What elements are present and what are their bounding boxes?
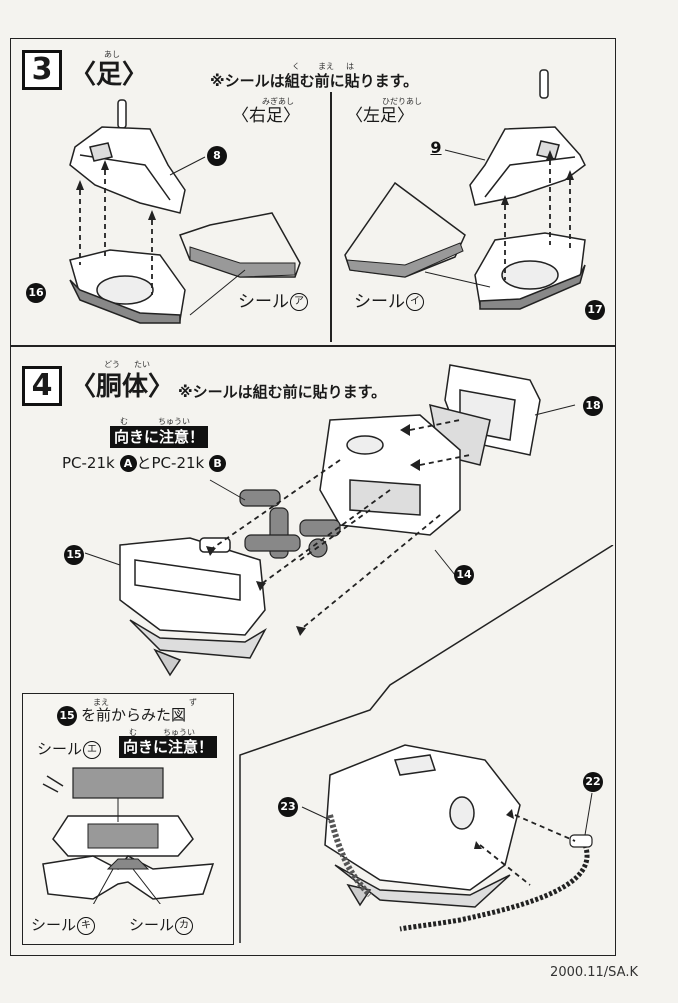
front-view-illustration <box>42 767 215 904</box>
front-view-inset: 15 まえ ず を前からみた図 シールエ む ちゅうい 向きに注意！ シールキ … <box>22 693 234 945</box>
inset-title-ruby-2: ず <box>189 698 197 707</box>
seal-a-mark: ア <box>290 293 308 311</box>
inset-title: を前からみた図 <box>81 706 187 724</box>
left-leg-heading: 〈左足〉 <box>346 106 414 126</box>
part-18-marker: 18 <box>583 396 603 416</box>
part-17-marker: 17 <box>585 300 605 320</box>
part-9-marker: 9 <box>430 138 442 157</box>
part-15-marker: 15 <box>64 545 84 565</box>
step-3-number: 3 <box>22 50 62 90</box>
part-8-marker: 8 <box>207 146 227 166</box>
seal-ki-label: シールキ <box>31 916 96 935</box>
pc-mark-a: A <box>119 455 137 472</box>
inset-orientation-warning-badge: 向きに注意！ <box>119 736 218 758</box>
inset-warning-ruby-2: ちゅうい <box>163 728 195 737</box>
part-16-marker: 16 <box>26 283 46 303</box>
step-4-title-ruby-1: どう <box>104 360 120 369</box>
pc-mark-b: B <box>209 455 227 472</box>
torso-illustration <box>84 364 576 677</box>
right-leg-illustration <box>69 99 301 324</box>
part-23-marker: 23 <box>278 797 298 817</box>
right-leg-ruby: みぎあし <box>262 97 294 106</box>
step-3-note-ruby-1: く <box>292 62 300 71</box>
seal-ka-mark: カ <box>175 916 194 935</box>
seal-e-mark: エ <box>83 740 102 759</box>
seal-e-label: シールエ <box>37 740 102 759</box>
step-3-note: ※シールは組む前に貼ります。 <box>210 72 419 90</box>
inset-warning-ruby-1: む <box>129 728 137 737</box>
zoom-callout <box>239 545 614 943</box>
seal-a-label: シールア <box>238 292 308 312</box>
step-4-title: 〈胴体〉 <box>70 372 175 402</box>
step-4-note: ※シールは組む前に貼ります。 <box>178 383 387 401</box>
instruction-frame <box>10 38 616 956</box>
seal-ka-label: シールカ <box>129 916 194 935</box>
left-leg-illustration <box>344 69 586 310</box>
orientation-warning-badge: 向きに注意！ <box>110 426 209 448</box>
section-divider <box>10 345 615 347</box>
leg-divider <box>330 92 332 342</box>
seal-ki-mark: キ <box>77 916 96 935</box>
step-4-number: 4 <box>22 366 62 406</box>
inset-title-ruby-1: まえ <box>93 698 109 707</box>
step-4-title-ruby-2: たい <box>134 360 150 369</box>
footer-code: 2000.11/SA.K <box>550 965 638 980</box>
inset-part-15-marker: 15 <box>57 706 77 726</box>
step-3-note-ruby-3: は <box>346 62 354 71</box>
seal-i-mark: イ <box>406 293 424 311</box>
left-leg-ruby: ひだりあし <box>382 97 422 106</box>
step-3-title: 〈足〉 <box>70 60 149 90</box>
seal-i-label: シールイ <box>354 292 424 312</box>
part-22-marker: 22 <box>583 772 603 792</box>
right-leg-heading: 〈右足〉 <box>232 106 300 126</box>
step-3-title-ruby: あし <box>104 50 120 59</box>
warning-ruby-1: む <box>120 417 128 426</box>
part-14-marker: 14 <box>454 565 474 585</box>
warning-ruby-2: ちゅうい <box>158 417 190 426</box>
step-3-note-ruby-2: まえ <box>318 62 334 71</box>
